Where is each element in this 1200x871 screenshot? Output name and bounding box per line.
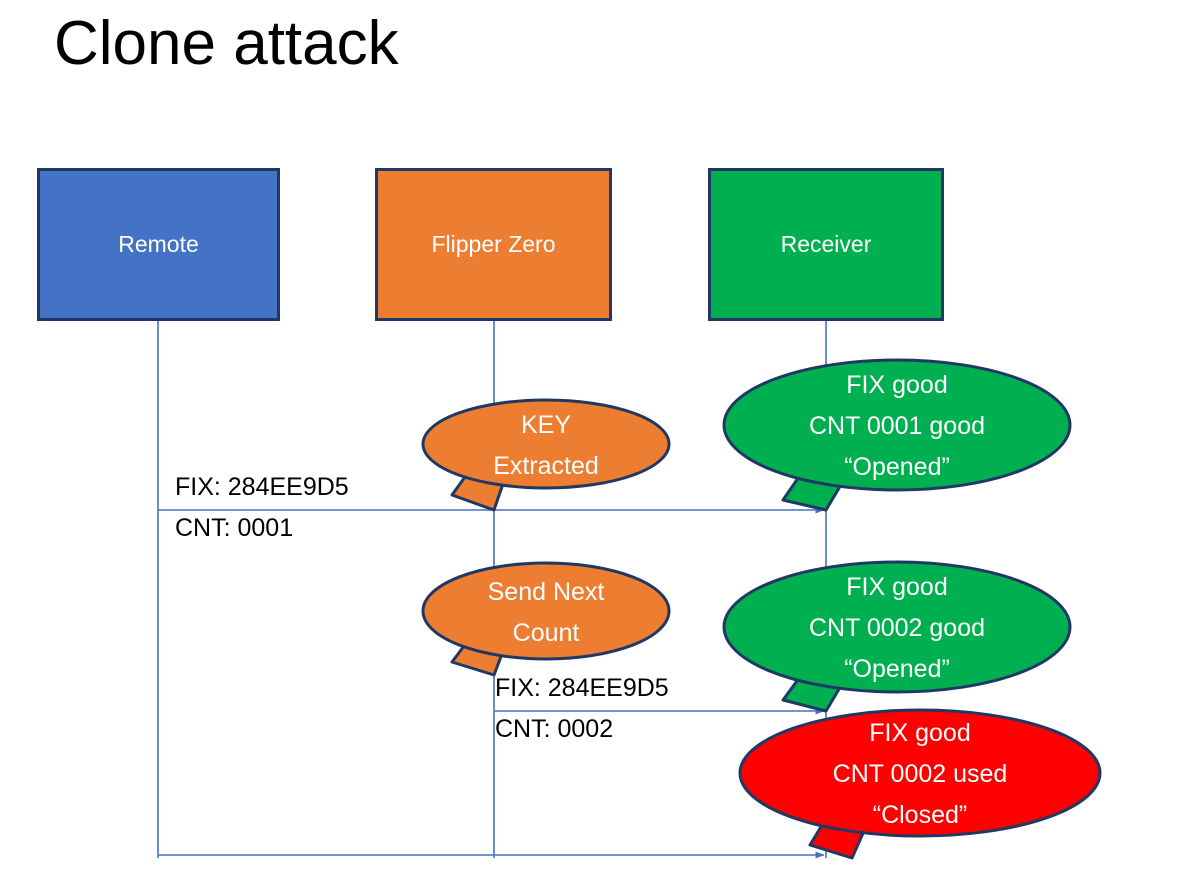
actor-box-receiver[interactable]: Receiver	[708, 168, 944, 321]
message-1-fix-label: FIX: 284EE9D5	[175, 473, 349, 501]
callout-body-cnt-0001	[722, 358, 1072, 492]
actor-box-remote[interactable]: Remote	[37, 168, 280, 321]
callout-key-extracted	[421, 398, 671, 512]
message-2-fix-label: FIX: 284EE9D5	[495, 674, 669, 702]
page-title: Clone attack	[54, 9, 399, 78]
callout-send-next-count	[421, 561, 671, 677]
message-1-cnt-label: CNT: 0001	[175, 514, 294, 542]
callout-receiver-cnt-0002-opened	[722, 560, 1072, 713]
actor-label-remote: Remote	[118, 230, 199, 257]
callout-receiver-cnt-0002-used-closed	[738, 708, 1102, 860]
actor-label-flipper: Flipper Zero	[431, 230, 556, 257]
callout-body-key-extracted	[421, 398, 671, 490]
callout-body-cnt-0002-used	[738, 708, 1102, 838]
actor-box-flipper[interactable]: Flipper Zero	[375, 168, 612, 321]
message-2-cnt-label: CNT: 0002	[495, 715, 614, 743]
callout-body-cnt-0002-opened	[722, 560, 1072, 694]
callout-receiver-cnt-0001-opened	[722, 358, 1072, 512]
actor-label-receiver: Receiver	[780, 230, 872, 257]
callout-body-send-next-count	[421, 561, 671, 661]
